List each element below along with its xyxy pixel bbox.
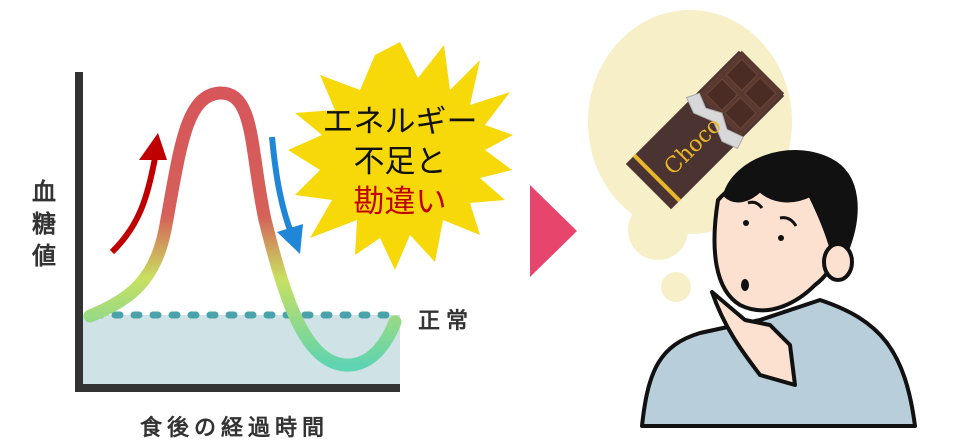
next-arrow-icon [530,185,577,277]
callout-line-3: 勘違い [353,184,447,220]
callout-line-1: エネルギー [322,104,478,140]
y-axis-label: 血糖値 [32,178,56,270]
callout-text: エネルギー 不足と 勘違い [300,102,500,222]
normal-range-band [82,315,400,388]
normal-label: 正常 [418,309,475,334]
callout-line-2: 不足と [353,144,447,180]
blood-sugar-chart [75,72,402,392]
x-axis-label: 食後の経過時間 [140,416,330,441]
person-face [741,200,798,291]
drop-arrow-icon [269,136,303,254]
thinking-person [640,150,917,428]
callout-starburst [288,42,513,270]
blood-sugar-curve [83,86,402,372]
rise-arrow-icon [109,133,167,255]
